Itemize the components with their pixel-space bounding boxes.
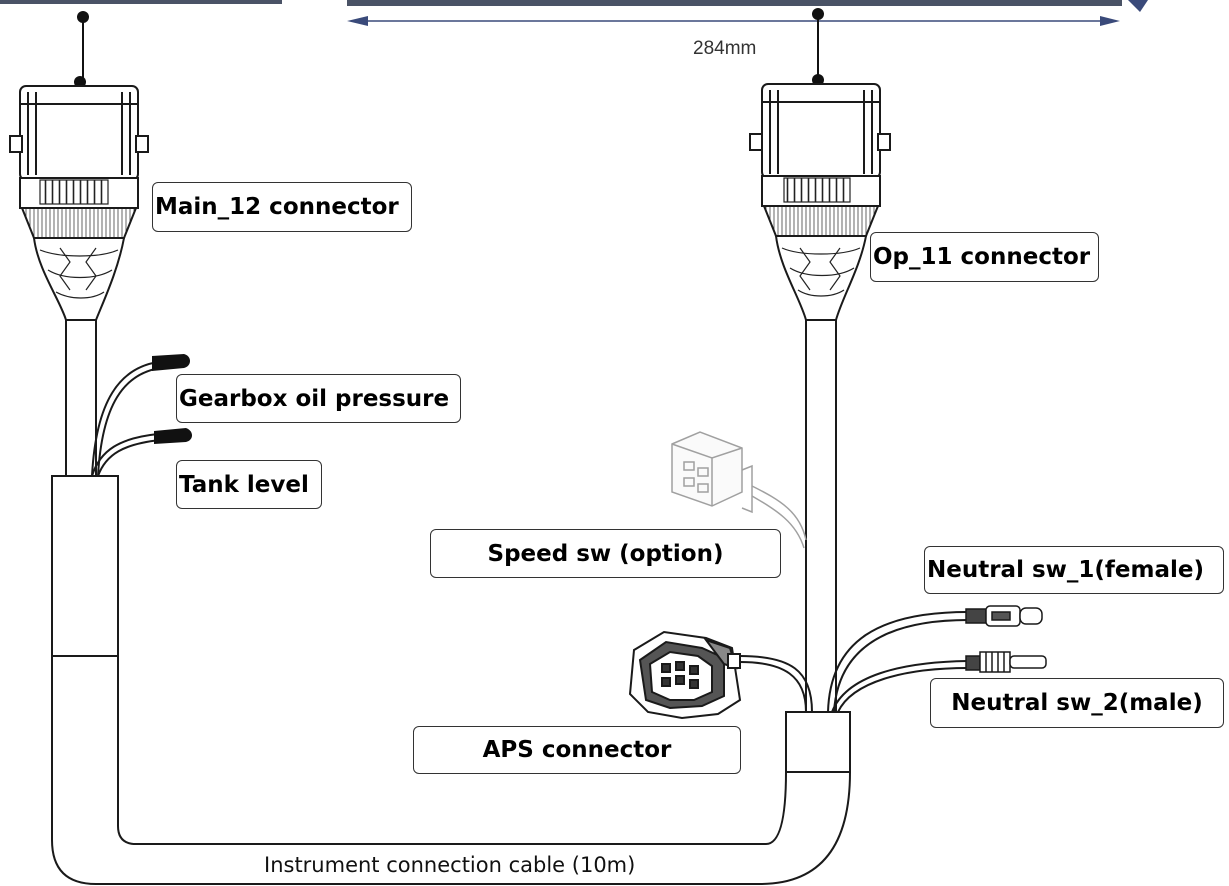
main-12-connector-label: Main_12 connector	[152, 182, 412, 232]
dimension-label: 284mm	[693, 38, 757, 59]
gearbox-oil-pressure-label: Gearbox oil pressure	[176, 374, 461, 423]
right-cable-trunk	[805, 320, 837, 712]
gearbox-oil-pressure-sensor-icon	[152, 354, 190, 371]
left-junction-box	[51, 475, 119, 657]
instrument-cable	[51, 656, 851, 885]
dimension-arrow	[347, 16, 1120, 26]
neutral-sw-1-label: Neutral sw_1(female)	[924, 546, 1224, 594]
left-cable-trunk	[65, 320, 161, 477]
neutral-switch-wires	[827, 611, 969, 713]
main-12-connector-icon	[9, 85, 149, 321]
neutral-sw-1-terminal-icon	[965, 605, 1043, 627]
tank-level-sensor-icon	[154, 428, 192, 444]
op-connector-mount-pin	[812, 8, 824, 86]
right-junction-box	[785, 711, 851, 773]
aps-connector-icon	[628, 630, 742, 720]
neutral-sw-2-label: Neutral sw_2(male)	[930, 678, 1224, 728]
aps-connector-label: APS connector	[413, 726, 741, 774]
op-11-connector-icon	[749, 83, 891, 321]
instrument-cable-label: Instrument connection cable (10m)	[264, 853, 636, 877]
aps-connector-wire	[739, 655, 813, 713]
speed-sw-connector-icon	[671, 431, 807, 549]
op-11-connector-label: Op_11 connector	[870, 232, 1099, 282]
main-connector-mount-pin	[74, 11, 89, 88]
speed-sw-label: Speed sw (option)	[430, 529, 781, 578]
neutral-sw-2-terminal-icon	[965, 651, 1047, 673]
tank-level-label: Tank level	[176, 460, 322, 509]
top-frame	[0, 0, 1148, 12]
